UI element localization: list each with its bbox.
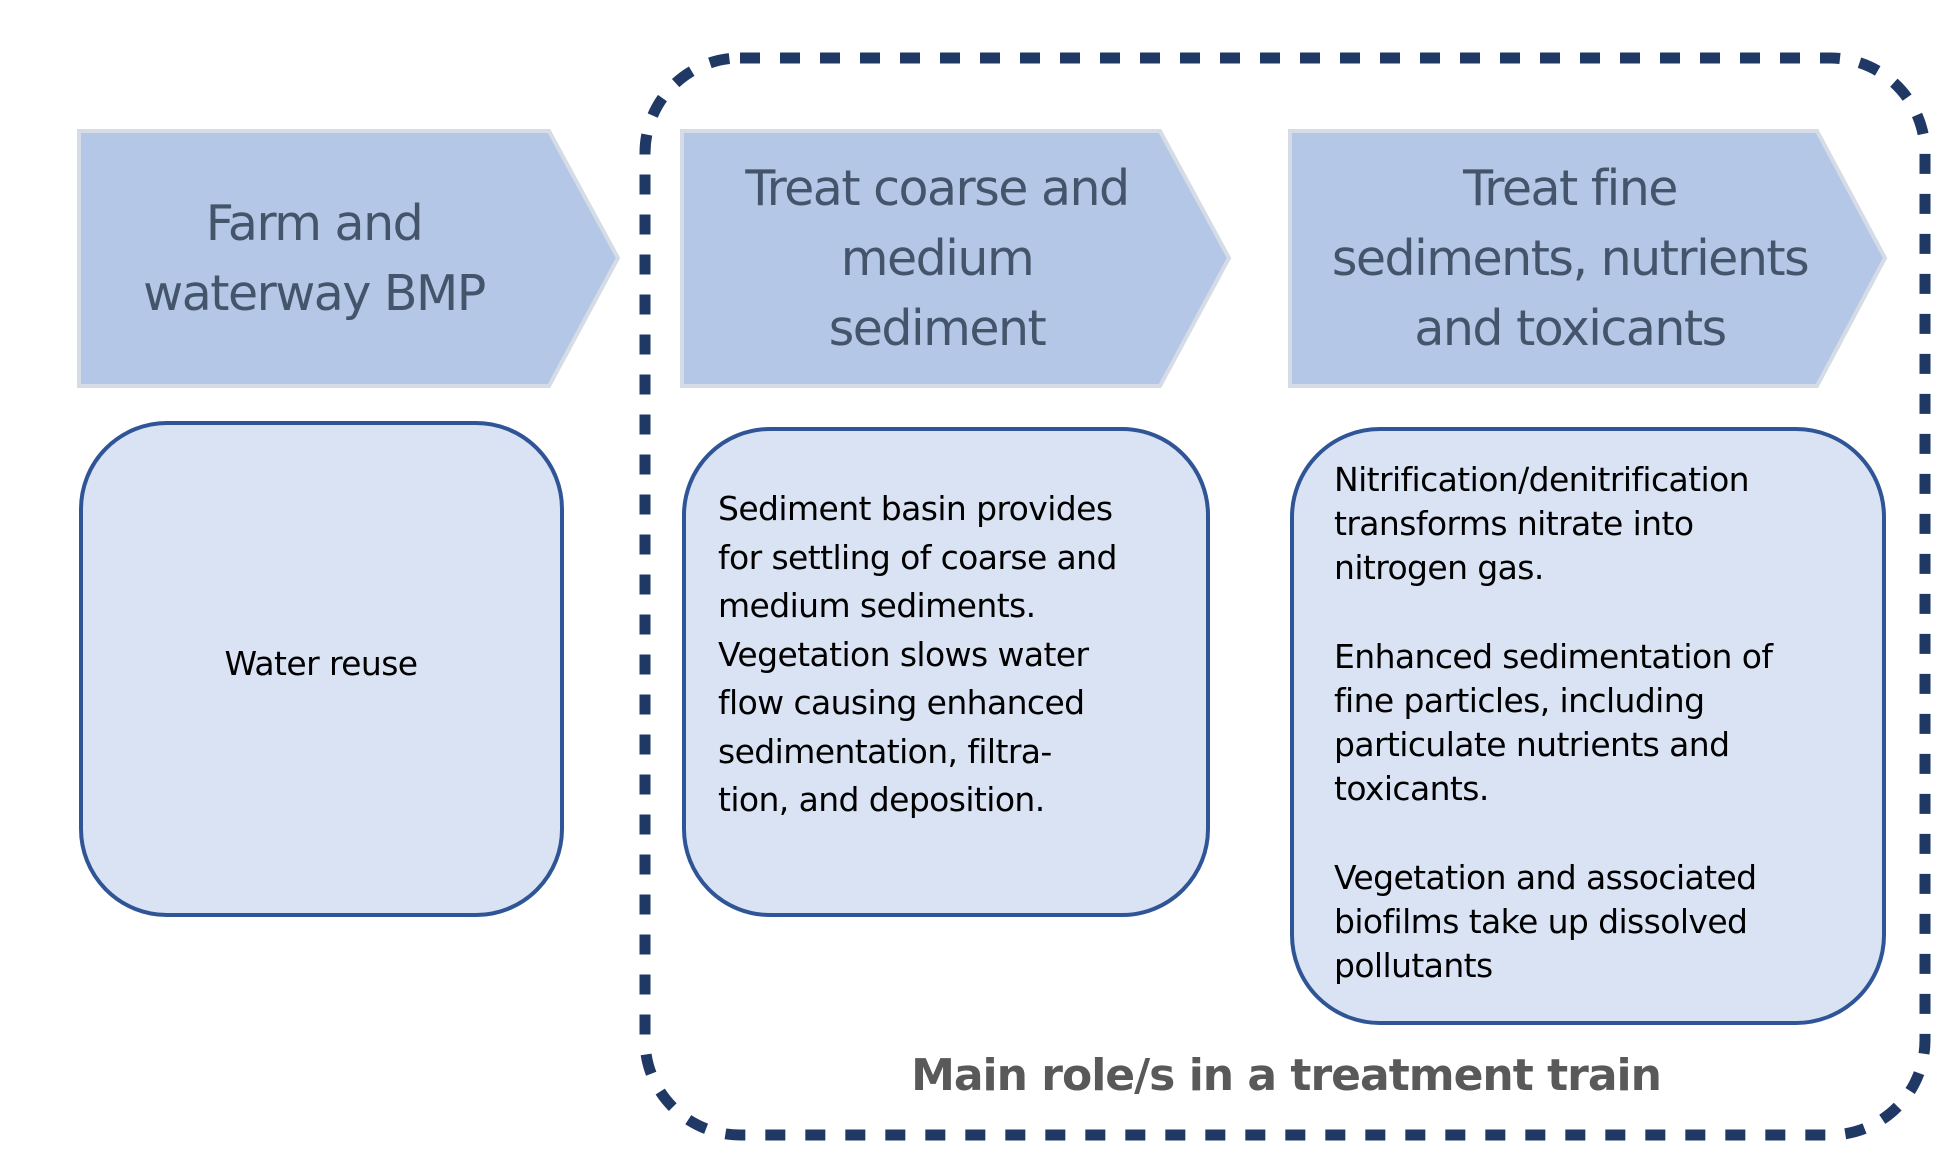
stage-3-heading: Treat fine sediments, nutrients and toxi… — [1290, 131, 1850, 386]
stage-1-heading-text: Farm and waterway BMP — [143, 194, 486, 322]
chevron-stage-2 — [680, 129, 1232, 388]
stage-2-role-box — [682, 427, 1210, 917]
stage-3-role-box — [1290, 427, 1886, 1025]
stage-1-role-text: Water reuse — [224, 644, 419, 683]
stage-1-role-box — [79, 421, 564, 917]
stage-3-heading-text: Treat fine sediments, nutrients and toxi… — [1331, 159, 1810, 357]
chevron-stage-3 — [1288, 129, 1888, 388]
treatment-train-group-border — [639, 52, 1931, 1141]
stage-3-role-text: Nitrification/denitrification transforms… — [1334, 460, 1773, 986]
stage-2-heading: Treat coarse and medium sediment — [682, 131, 1192, 386]
chevron-stage-1 — [77, 129, 621, 388]
stage-2-role-text: Sediment basin provides for settling of … — [718, 489, 1117, 819]
stage-1-heading: Farm and waterway BMP — [79, 131, 549, 386]
treatment-train-caption: Main role/s in a treatment train — [911, 1050, 1662, 1101]
stage-2-heading-text: Treat coarse and medium sediment — [745, 159, 1130, 357]
